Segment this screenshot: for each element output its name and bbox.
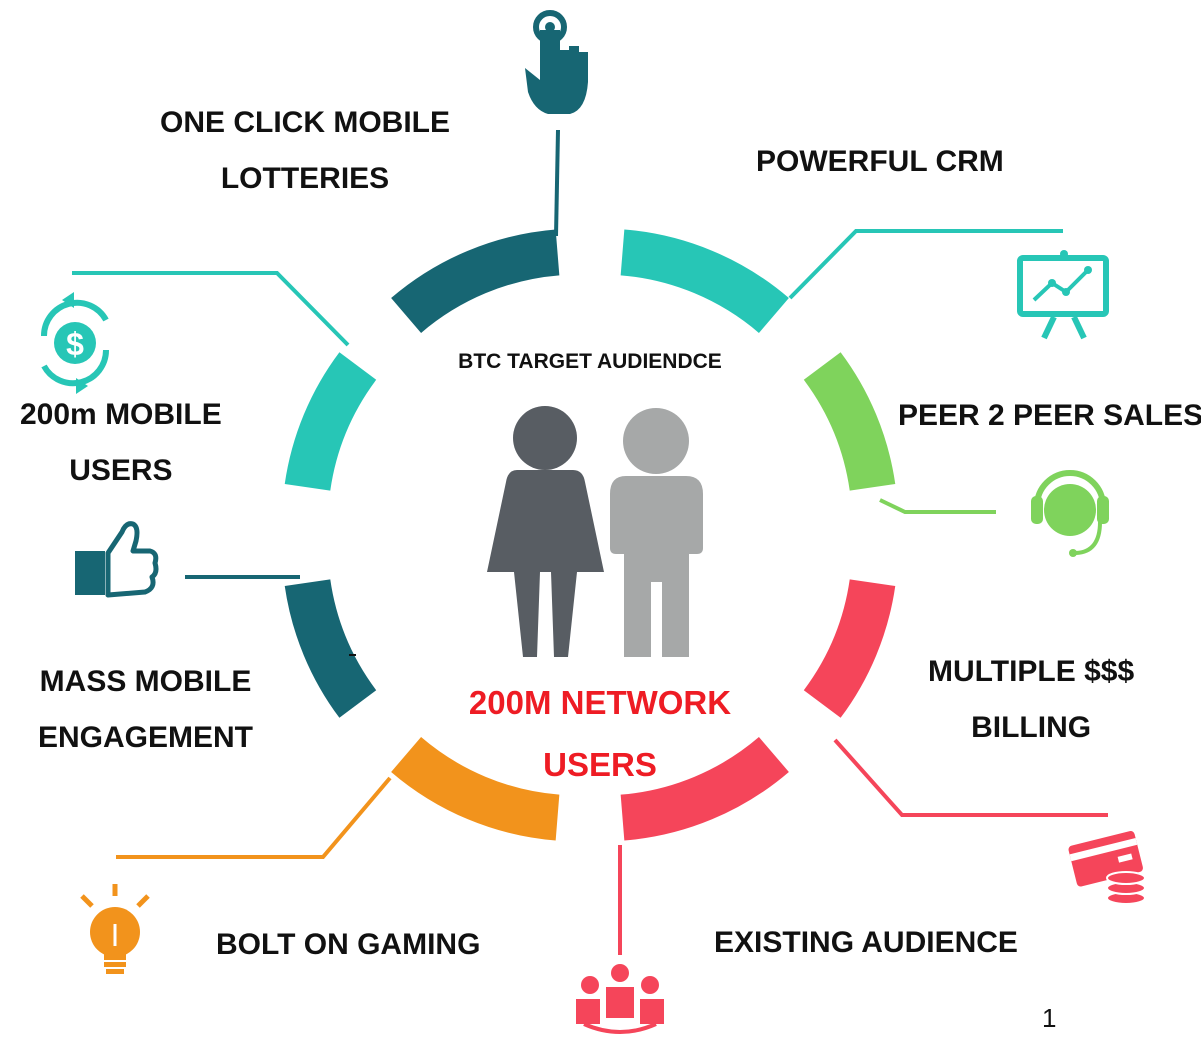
label-one-click-lotteries: ONE CLICK MOBILE LOTTERIES <box>160 106 450 195</box>
ring-segment-mobile-users <box>284 352 377 492</box>
ring-segment-crm <box>620 229 789 334</box>
label-mass-mobile-engagement: MASS MOBILE ENGAGEMENT <box>38 665 254 754</box>
connector-crm <box>788 229 1063 300</box>
label-mobile-users: 200m MOBILE USERS <box>20 398 222 487</box>
label-powerful-crm: POWERFUL CRM <box>756 145 1004 178</box>
ring-segment-gaming <box>391 736 560 841</box>
connector-p2p <box>879 498 996 514</box>
ring-segments <box>284 229 896 841</box>
ring-segment-lotteries <box>391 229 560 334</box>
man-figure-icon <box>610 408 703 657</box>
page-number: 1 <box>1042 1003 1057 1033</box>
label-existing-audience: EXISTING AUDIENCE <box>714 926 1018 959</box>
ring-segment-billing <box>803 578 896 718</box>
thumbs-up-icon <box>75 521 159 598</box>
light-bulb-icon <box>80 884 150 974</box>
ring-segment-engagement <box>284 578 377 718</box>
woman-figure-icon <box>487 406 604 657</box>
center-stat-line1: 200M NETWORK <box>468 684 732 721</box>
connector-billing <box>833 738 1108 817</box>
ring-segment-p2p <box>803 352 896 492</box>
label-multiple-billing: MULTIPLE $$$ BILLING <box>928 655 1135 744</box>
center-heading: BTC TARGET AUDIENDCE <box>458 350 722 373</box>
connector-lotteries <box>554 129 560 237</box>
dollar-cycle-icon: $ <box>40 292 110 394</box>
pointing-hand-icon <box>525 10 588 114</box>
connector-lines <box>72 129 1108 955</box>
center-stat-line2: USERS <box>543 746 657 783</box>
center-stat: 200M NETWORK USERS <box>420 672 780 796</box>
label-bolt-on-gaming: BOLT ON GAMING <box>216 928 481 961</box>
connector-mobile-users <box>72 271 350 347</box>
ring-segment-audience <box>620 736 789 841</box>
headset-icon <box>1031 470 1109 557</box>
label-peer-2-peer-sales: PEER 2 PEER SALES <box>898 399 1201 432</box>
connector-gaming <box>116 776 392 859</box>
group-people-icon <box>576 964 664 1034</box>
svg-text:$: $ <box>66 326 84 362</box>
presentation-chart-icon <box>1017 250 1109 340</box>
credit-card-coins-icon <box>1068 831 1146 905</box>
